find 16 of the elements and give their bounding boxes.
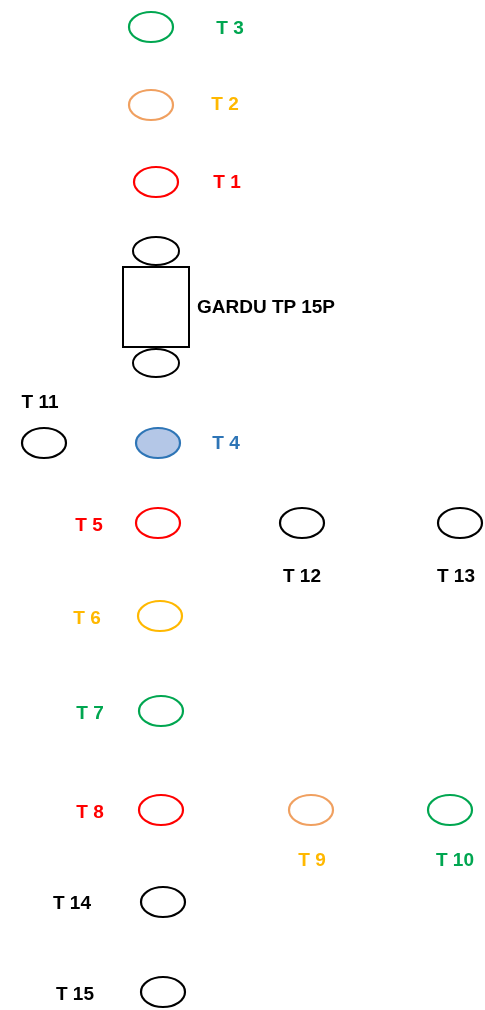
marker-label: T 13 [437, 565, 475, 587]
marker-label: T 5 [75, 514, 103, 536]
marker-label: T 9 [298, 849, 326, 871]
marker-label: T 6 [73, 607, 101, 629]
marker-label: T 8 [76, 801, 104, 823]
marker-label: T 3 [216, 17, 244, 39]
marker-label: T 7 [76, 702, 104, 724]
marker-label: T 4 [212, 432, 240, 454]
marker-label: T 12 [283, 565, 321, 587]
marker-label: T 10 [436, 849, 474, 871]
marker-label: T 15 [56, 983, 94, 1005]
marker-label: GARDU TP 15P [197, 296, 335, 318]
marker-label: T 11 [21, 391, 59, 413]
marker-label: T 1 [213, 171, 241, 193]
marker-label: T 14 [53, 892, 91, 914]
marker-label: T 2 [211, 93, 239, 115]
